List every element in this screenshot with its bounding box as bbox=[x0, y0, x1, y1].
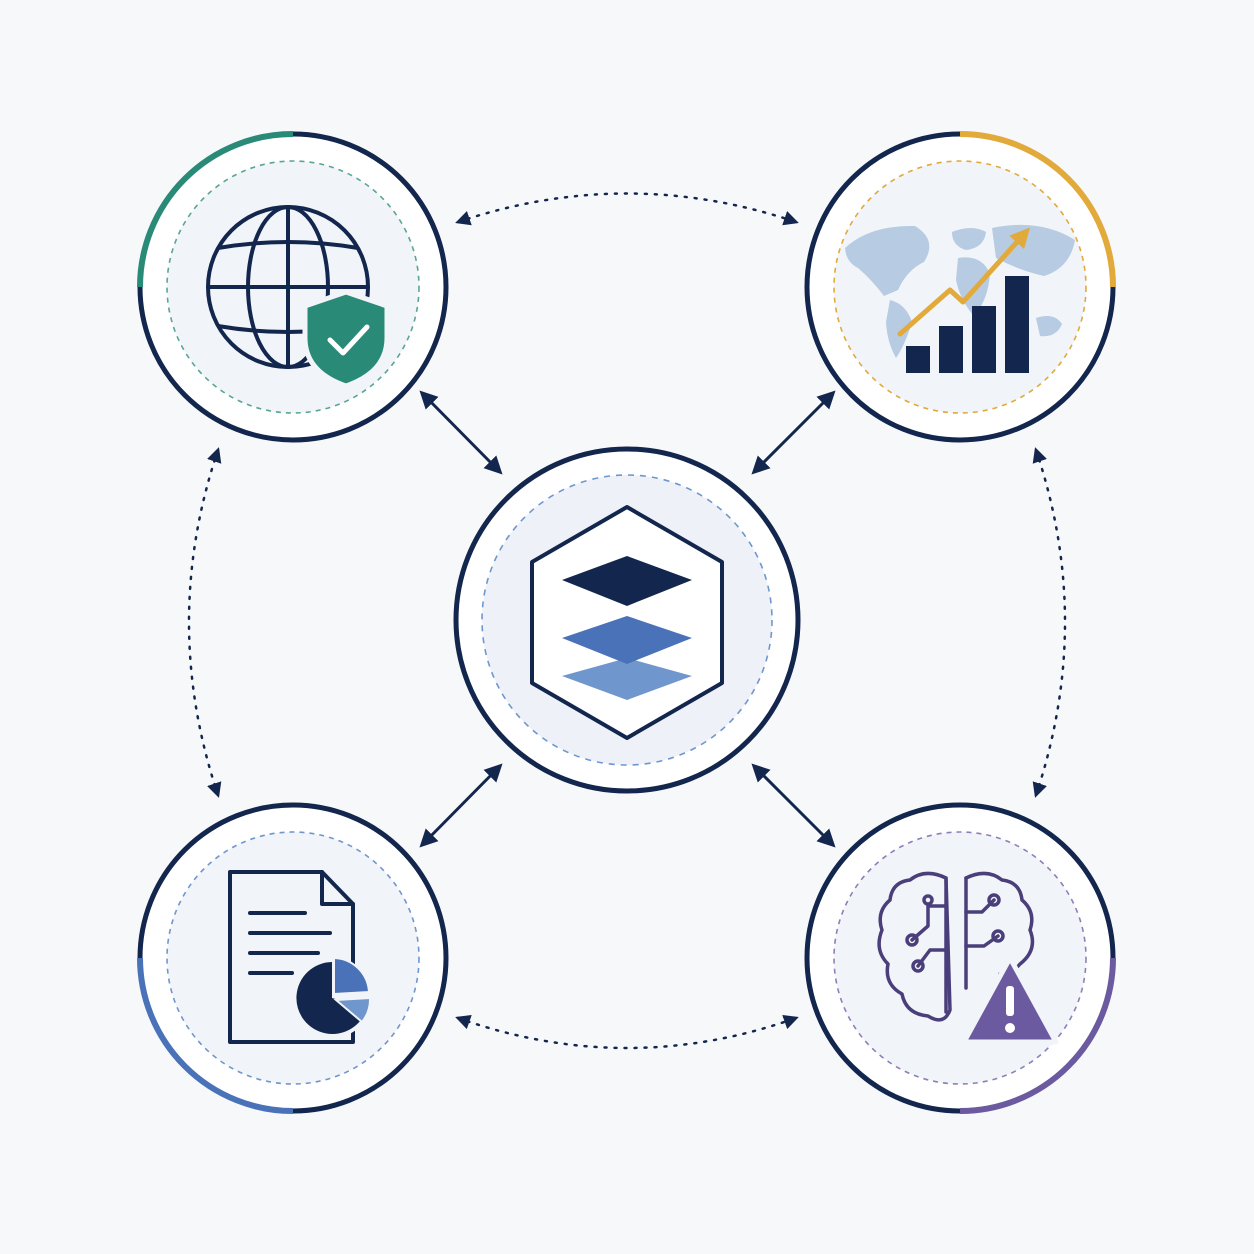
shield-check-icon bbox=[302, 289, 390, 389]
node-bottom-right[interactable] bbox=[804, 802, 1116, 1114]
trend-arrow-icon bbox=[897, 227, 1031, 337]
node-hub[interactable] bbox=[453, 446, 801, 794]
warning-icon bbox=[961, 955, 1059, 1045]
link-hub-bottom-right bbox=[751, 763, 836, 848]
link-hub-bottom-left bbox=[419, 763, 503, 848]
world-map-icon bbox=[845, 224, 1075, 358]
connections bbox=[187, 192, 1067, 1050]
layers-icon bbox=[562, 556, 692, 700]
link-hub-top-right bbox=[751, 390, 836, 475]
dotted-link-top bbox=[455, 192, 799, 226]
link-hub-top-left bbox=[419, 390, 503, 475]
brain-circuit-icon bbox=[877, 871, 1035, 1022]
dotted-link-left bbox=[187, 447, 222, 798]
node-top-left[interactable] bbox=[137, 131, 449, 443]
dotted-link-bottom bbox=[455, 1014, 799, 1050]
node-top-right[interactable] bbox=[804, 131, 1116, 443]
bar-chart-icon bbox=[906, 276, 1029, 373]
node-bottom-left[interactable] bbox=[137, 802, 449, 1114]
pie-chart-icon bbox=[292, 956, 372, 1038]
dotted-link-right bbox=[1032, 447, 1067, 798]
